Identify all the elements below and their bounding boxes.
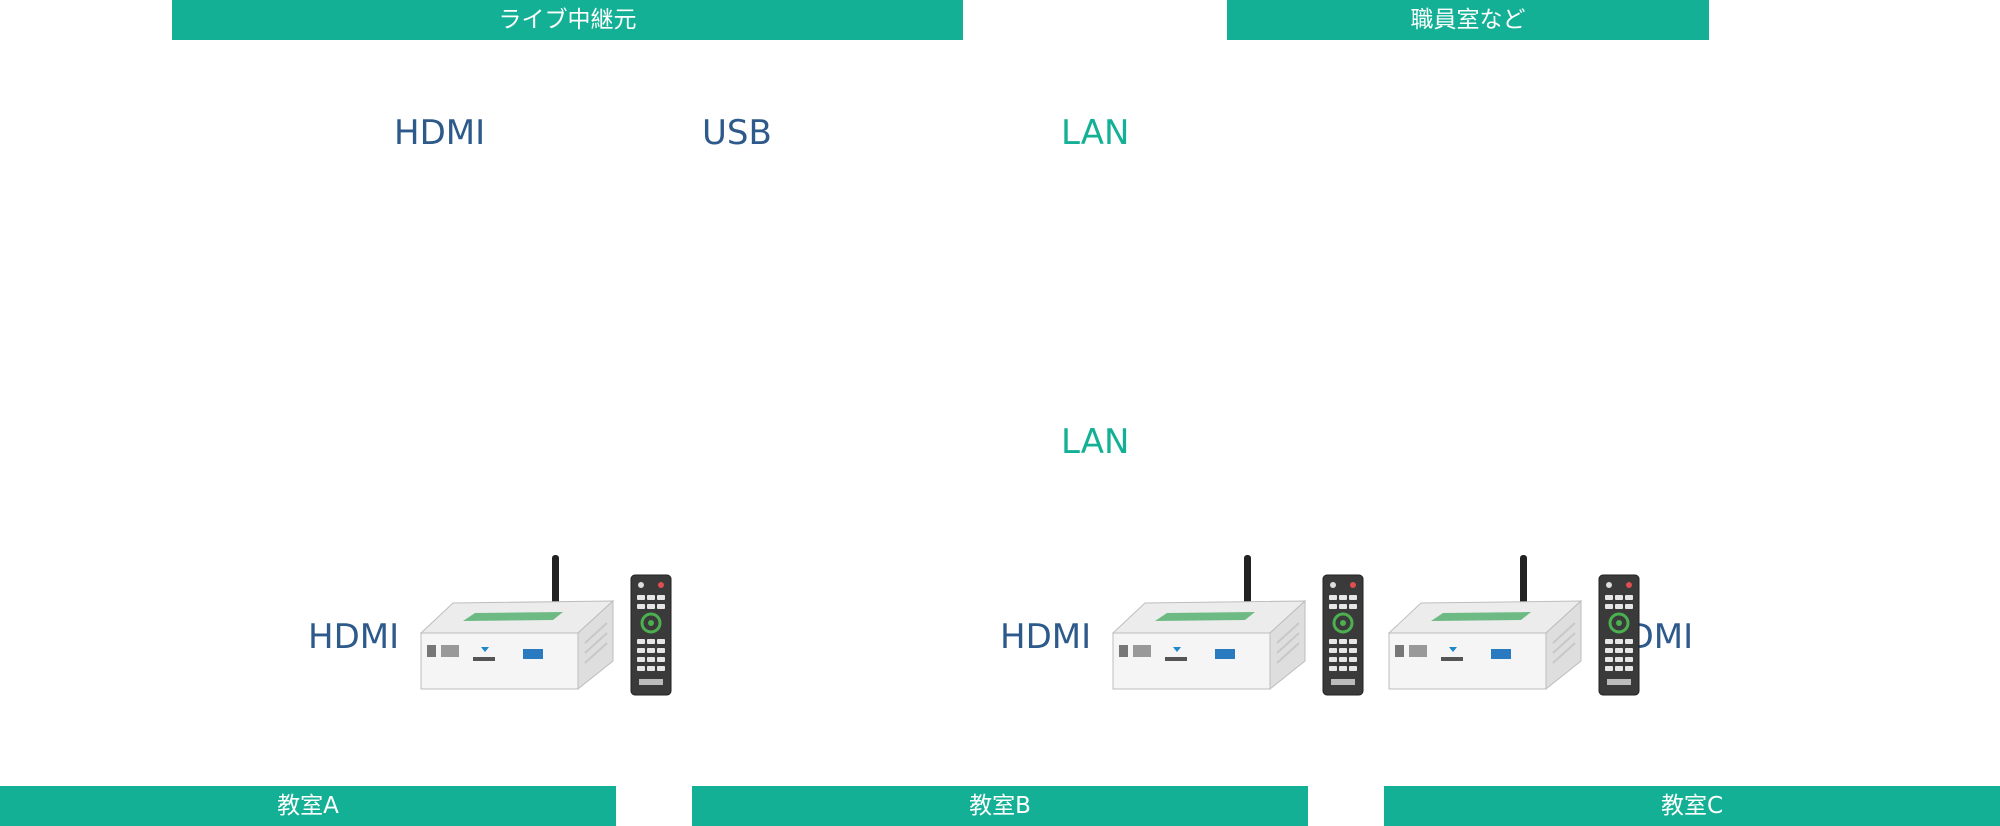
receiver-device-icon bbox=[419, 555, 672, 696]
label-hdmi-b: HDMI bbox=[1000, 617, 1092, 657]
label-hdmi-a: HDMI bbox=[308, 617, 400, 657]
banner-classroom-a: 教室A bbox=[0, 786, 616, 826]
receiver-device-icon bbox=[1111, 555, 1364, 696]
banner-classroom-b: 教室B bbox=[692, 786, 1308, 826]
label-hdmi-top: HDMI bbox=[394, 113, 486, 153]
banner-staff-room: 職員室など bbox=[1227, 0, 1709, 40]
banner-live-source: ライブ中継元 bbox=[172, 0, 963, 40]
device-classroom-b bbox=[1105, 553, 1425, 703]
label-lan-top: LAN bbox=[1061, 113, 1130, 153]
receiver-device-icon bbox=[1387, 555, 1640, 696]
label-lan-middle: LAN bbox=[1061, 422, 1130, 462]
device-classroom-c bbox=[1381, 553, 1701, 703]
banner-classroom-c: 教室C bbox=[1384, 786, 2000, 826]
label-usb-top: USB bbox=[702, 113, 772, 153]
device-classroom-a bbox=[413, 553, 733, 703]
